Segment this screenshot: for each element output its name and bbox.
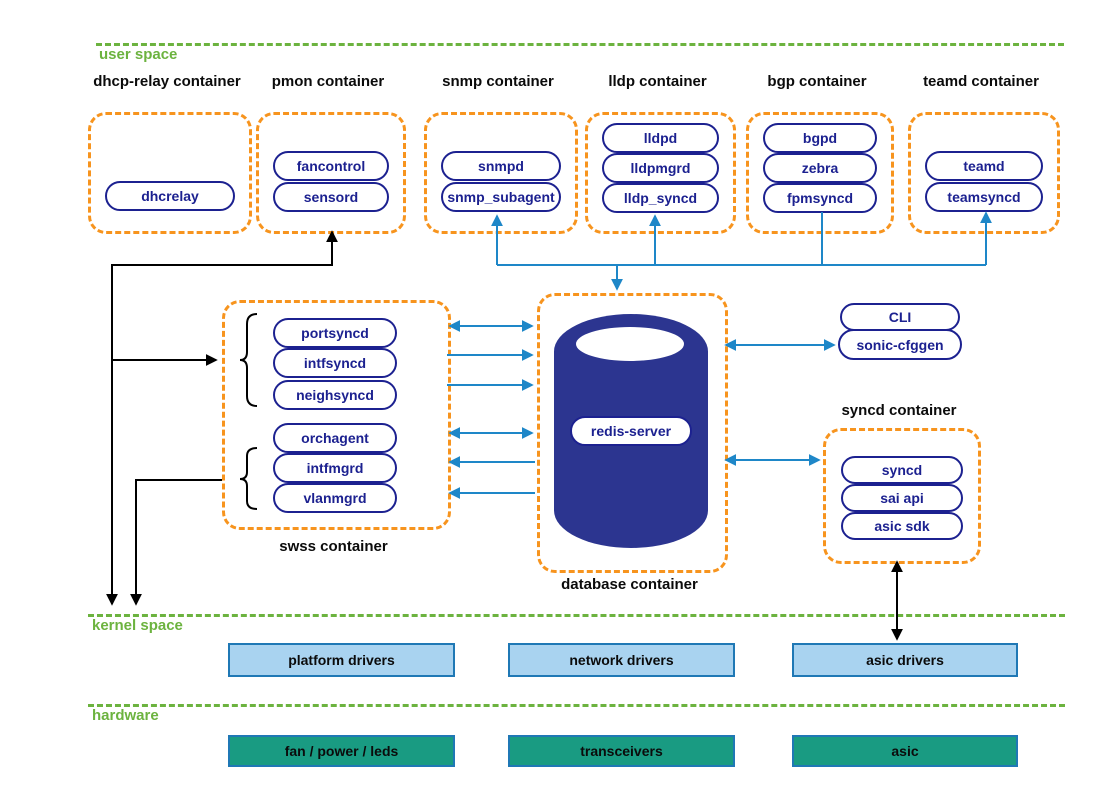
intfsyncd-node: intfsyncd — [273, 348, 397, 378]
network-drivers-box: network drivers — [508, 643, 735, 677]
lldp-container-title: lldp container — [608, 73, 707, 90]
swss-container: portsyncd intfsyncd neighsyncd orchagent… — [222, 300, 451, 530]
dhcp-relay-container-title: dhcp-relay container — [93, 73, 241, 90]
asic-drivers-box: asic drivers — [792, 643, 1018, 677]
bgp-container-title: bgp container — [767, 73, 867, 90]
zebra-node: zebra — [763, 153, 877, 183]
sensord-node: sensord — [273, 182, 389, 212]
database-container-label: database container — [561, 576, 698, 593]
dhcrelay-node: dhcrelay — [105, 181, 235, 211]
orchagent-node: orchagent — [273, 423, 397, 453]
asic-sdk-node: asic sdk — [841, 512, 963, 540]
hardware-divider — [88, 704, 1065, 707]
snmpd-node: snmpd — [441, 151, 561, 181]
swss-container-label: swss container — [279, 538, 388, 555]
pmon-container-title: pmon container — [271, 73, 385, 90]
fancontrol-node: fancontrol — [273, 151, 389, 181]
lldpd-node: lldpd — [602, 123, 719, 153]
user-space-divider — [96, 43, 1064, 46]
snmp-subagent-node: snmp_subagent — [441, 182, 561, 212]
lldp-syncd-node: lldp_syncd — [602, 183, 719, 213]
lldpmgrd-node: lldpmgrd — [602, 153, 719, 183]
hardware-label: hardware — [92, 707, 159, 724]
bgp-container: bgpd zebra fpmsyncd — [746, 112, 894, 234]
fan-power-leds-box: fan / power / leds — [228, 735, 455, 767]
syncd-container: syncd sai api asic sdk — [823, 428, 981, 564]
user-space-label: user space — [99, 46, 178, 63]
cylinder-opening — [576, 327, 684, 361]
teamd-container: teamd teamsyncd — [908, 112, 1060, 234]
asic-box: asic — [792, 735, 1018, 767]
cli-node: CLI — [840, 303, 960, 331]
platform-drivers-box: platform drivers — [228, 643, 455, 677]
teamsyncd-node: teamsyncd — [925, 182, 1043, 212]
portsyncd-node: portsyncd — [273, 318, 397, 348]
arrow-swss-to-kernel-elbow — [130, 479, 222, 606]
redis-server-node: redis-server — [570, 416, 692, 446]
pmon-container: fancontrol sensord — [256, 112, 406, 234]
syncd-container-label: syncd container — [841, 402, 957, 419]
neighsyncd-node: neighsyncd — [273, 380, 397, 410]
snmp-container: snmpd snmp_subagent — [424, 112, 578, 234]
redis-cylinder-icon: redis-server — [554, 314, 708, 548]
sai-api-node: sai api — [841, 484, 963, 512]
lldp-container: lldpd lldpmgrd lldp_syncd — [585, 112, 736, 234]
snmp-container-title: snmp container — [442, 73, 554, 90]
transceivers-box: transceivers — [508, 735, 735, 767]
sonic-cfggen-node: sonic-cfggen — [838, 329, 962, 360]
intfmgrd-node: intfmgrd — [273, 453, 397, 483]
database-container: redis-server — [537, 293, 728, 573]
syncd-node: syncd — [841, 456, 963, 484]
fpmsyncd-node: fpmsyncd — [763, 183, 877, 213]
kernel-space-divider — [88, 614, 1065, 617]
bgpd-node: bgpd — [763, 123, 877, 153]
vlanmgrd-node: vlanmgrd — [273, 483, 397, 513]
kernel-space-label: kernel space — [92, 617, 183, 634]
teamd-node: teamd — [925, 151, 1043, 181]
teamd-container-title: teamd container — [923, 73, 1039, 90]
dhcp-relay-container: dhcrelay — [88, 112, 252, 234]
